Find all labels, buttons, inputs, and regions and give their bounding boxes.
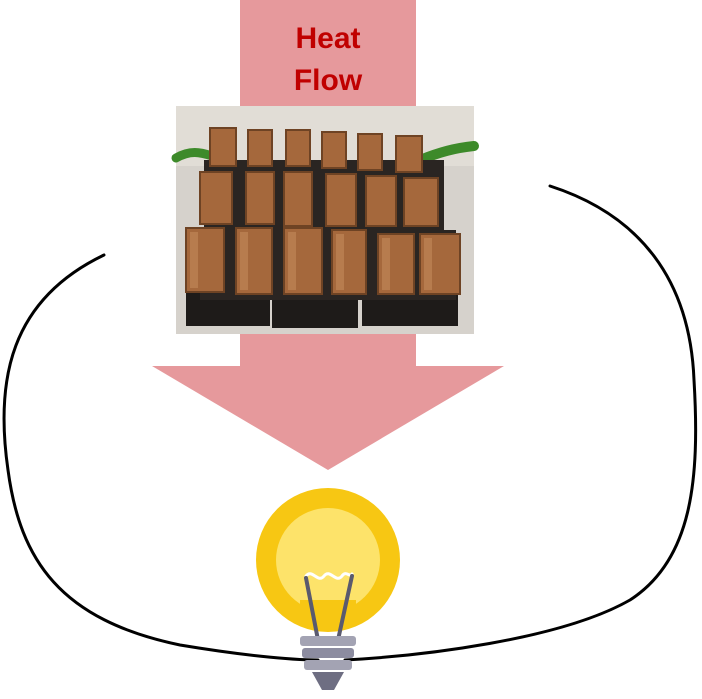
circuit-wire (2, 184, 698, 662)
wire-left (2, 253, 320, 662)
heat-flow-label-line1: Heat (295, 22, 361, 55)
thermoelectric-module-photo (171, 106, 479, 334)
heat-flow-label-line2: Flow (293, 64, 363, 97)
arrow-head (152, 366, 504, 470)
heat-flow-label: Heat Flow (240, 18, 416, 102)
wire-right (343, 184, 698, 662)
light-bulb-icon (256, 488, 400, 690)
